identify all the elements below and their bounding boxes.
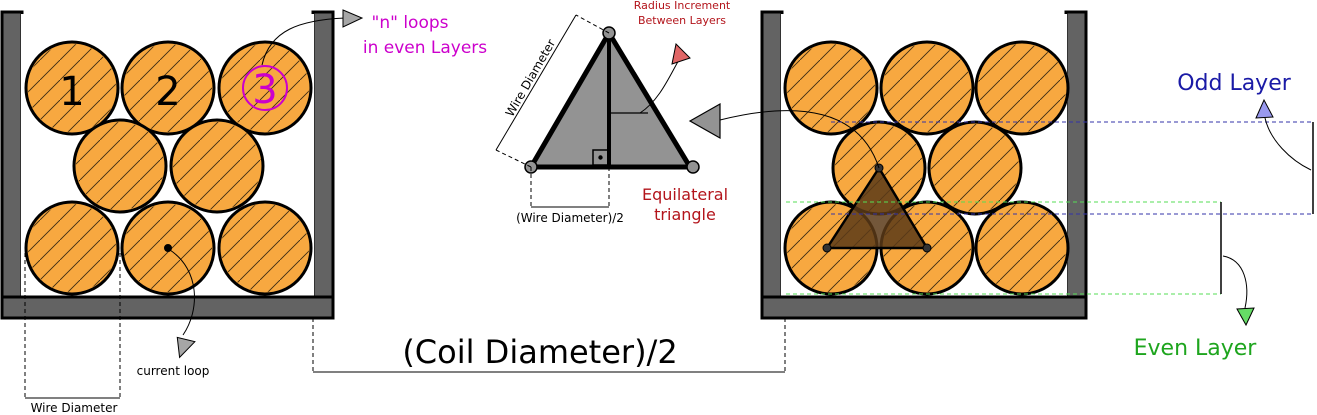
even-layer-label: Even Layer (1134, 336, 1258, 361)
left-wire-3 (217, 40, 313, 136)
left-wire-4 (72, 118, 168, 214)
triangle-wire-diameter-label: Wire Diameter (503, 37, 559, 119)
triangle-arrow-icon (1236, 307, 1255, 327)
loops-note-line-1: "n" loops (372, 13, 449, 33)
triangle-arrow-icon (671, 42, 691, 65)
triangle-arrow-icon (1255, 98, 1274, 119)
wire-diameter-label: Wire Diameter (31, 401, 118, 415)
right-coil-wall-right (1064, 10, 1088, 320)
triangle-arrow-icon (688, 102, 721, 140)
right-wire-1 (783, 40, 879, 136)
equilateral-line-1: Equilateral (642, 185, 728, 204)
left-coil-wall-right (311, 10, 335, 320)
left-coil-floor (0, 295, 335, 320)
wire-number-3: 3 (252, 67, 277, 113)
current-loop-arrow (169, 249, 195, 336)
left-coil-wall-left (0, 10, 24, 320)
right-wire-5 (927, 120, 1023, 216)
wire-number-3-ring (242, 65, 288, 111)
right-angle-icon (592, 149, 609, 166)
right-coil-floor (760, 295, 1088, 320)
left-wire-2 (120, 40, 216, 136)
triangle-link-arrow (719, 110, 880, 169)
left-wire-6 (24, 200, 120, 296)
left-wire-1 (24, 40, 120, 136)
center-dot-icon (164, 244, 172, 252)
radius-increment-arrow (639, 57, 681, 114)
coil-radius-label: (Coil Diameter)/2 (402, 333, 677, 371)
overlay-triangle (825, 166, 929, 250)
loops-note-line-2: in even Layers (363, 38, 487, 58)
radius-increment-line-1: Radius Increment (634, 0, 731, 12)
left-coil: 1 2 3 (0, 9, 364, 399)
coil-radius-dimension (312, 318, 786, 373)
wire-number-2: 2 (155, 69, 180, 115)
current-loop-label: current loop (137, 364, 210, 378)
odd-layer-arrow (1264, 117, 1312, 171)
half-diameter-label: (Wire Diameter)/2 (516, 211, 624, 225)
odd-layer-label: Odd Layer (1177, 71, 1292, 96)
triangle-vertex-right (686, 160, 700, 174)
right-coil-wall-left (760, 10, 784, 320)
radius-increment-line-2: Between Layers (638, 14, 726, 27)
right-coil (688, 10, 1314, 327)
left-wire-5 (169, 118, 265, 214)
triangle-arrow-icon (342, 9, 364, 28)
loops-arrow (261, 17, 346, 66)
right-wire-2 (879, 40, 975, 136)
right-wire-3 (974, 40, 1070, 136)
center-triangle-diagram (495, 14, 700, 208)
triangle-arrow-icon (176, 336, 196, 359)
equilateral-line-2: triangle (654, 205, 716, 224)
left-wire-8 (217, 200, 313, 296)
wire-number-1: 1 (59, 69, 84, 115)
right-wire-8 (974, 200, 1070, 296)
even-layer-arrow (1222, 255, 1248, 309)
triangle-side-dimension (495, 14, 577, 151)
